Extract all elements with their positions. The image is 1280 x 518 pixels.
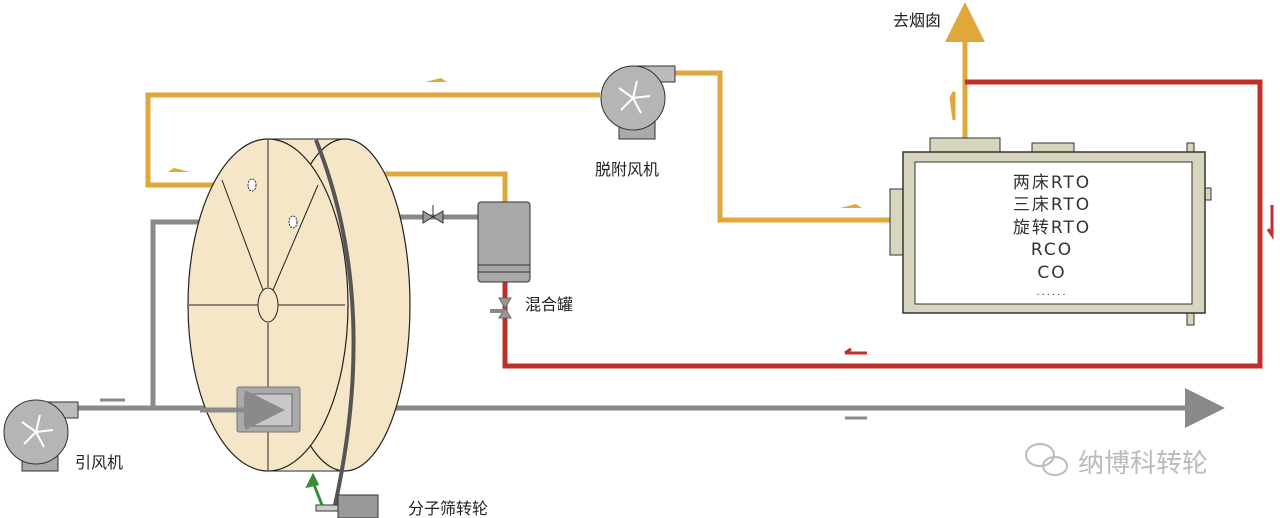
rto-type-line: CO bbox=[1037, 263, 1066, 283]
flow-arrow-up bbox=[949, 91, 956, 121]
flow-arrow-red-down bbox=[1266, 205, 1274, 240]
rto-type-line: 两床RTO bbox=[1013, 173, 1091, 193]
valve-icon bbox=[490, 297, 512, 319]
induced-fan-label: 引风机 bbox=[75, 453, 123, 472]
zeolite-rotor-label: 分子筛转轮 bbox=[408, 499, 488, 518]
rto-type-line: 旋转RTO bbox=[1013, 218, 1091, 238]
hot-gas-return-pipe bbox=[502, 79, 1263, 369]
wechat-icon bbox=[1025, 443, 1068, 476]
desorption-fan-label: 脱附风机 bbox=[595, 160, 659, 179]
rotation-arrow-icon bbox=[305, 472, 324, 506]
flow-arrow-red bbox=[844, 347, 867, 355]
flow-arrows-orange bbox=[168, 78, 862, 208]
rotor-hub bbox=[257, 287, 279, 323]
desorption-port bbox=[247, 178, 257, 192]
chimney-label: 去烟囱 bbox=[893, 11, 941, 30]
cooling-port bbox=[288, 215, 298, 229]
rto-type-line: 三床RTO bbox=[1013, 195, 1091, 215]
flow-arrow-gray bbox=[100, 398, 867, 420]
mixing-tank bbox=[477, 201, 531, 283]
induced-fan-icon bbox=[3, 399, 79, 472]
valve-icon bbox=[422, 205, 444, 224]
watermark: 纳博科转轮 bbox=[1078, 449, 1208, 479]
rto-type-line: RCO bbox=[1031, 240, 1073, 260]
zeolite-rotor-wheel bbox=[187, 138, 411, 506]
rotor-motor bbox=[337, 494, 379, 518]
desorption-air-pipe bbox=[145, 70, 892, 223]
rto-type-line: ...... bbox=[1036, 287, 1067, 298]
desorption-fan-icon bbox=[600, 65, 676, 140]
mixing-tank-label: 混合罐 bbox=[525, 295, 573, 314]
rto-unit: 两床RTO 三床RTO 旋转RTO RCO CO ...... bbox=[889, 137, 1212, 326]
